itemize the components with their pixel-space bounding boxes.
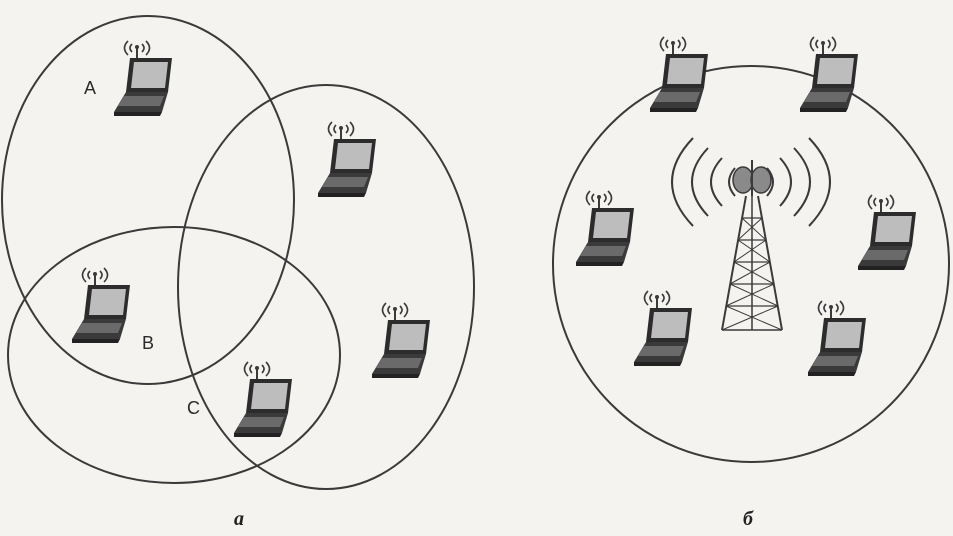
caption-right: б xyxy=(743,508,753,530)
label-c: C xyxy=(187,398,200,418)
laptop-wireless-icon xyxy=(233,361,293,438)
laptop-wireless-icon xyxy=(633,290,693,367)
laptop-wireless-icon xyxy=(113,40,173,117)
laptop-wireless-icon xyxy=(807,300,867,377)
laptop-wireless-icon xyxy=(317,121,377,198)
laptop-wireless-icon xyxy=(71,267,131,344)
laptop-wireless-icon xyxy=(371,302,431,379)
laptop-wireless-icon xyxy=(857,194,917,271)
coverage-circle-b xyxy=(552,65,950,463)
coverage-ellipse-bottom xyxy=(7,226,341,484)
laptop-wireless-icon xyxy=(649,36,709,113)
coverage-ellipse-a xyxy=(1,15,295,385)
label-a: A xyxy=(84,78,97,98)
label-b: B xyxy=(142,333,155,353)
caption-left: а xyxy=(234,508,244,530)
radio-tower-icon xyxy=(671,137,831,331)
coverage-ellipse-right xyxy=(177,84,475,490)
laptop-wireless-icon xyxy=(575,190,635,267)
